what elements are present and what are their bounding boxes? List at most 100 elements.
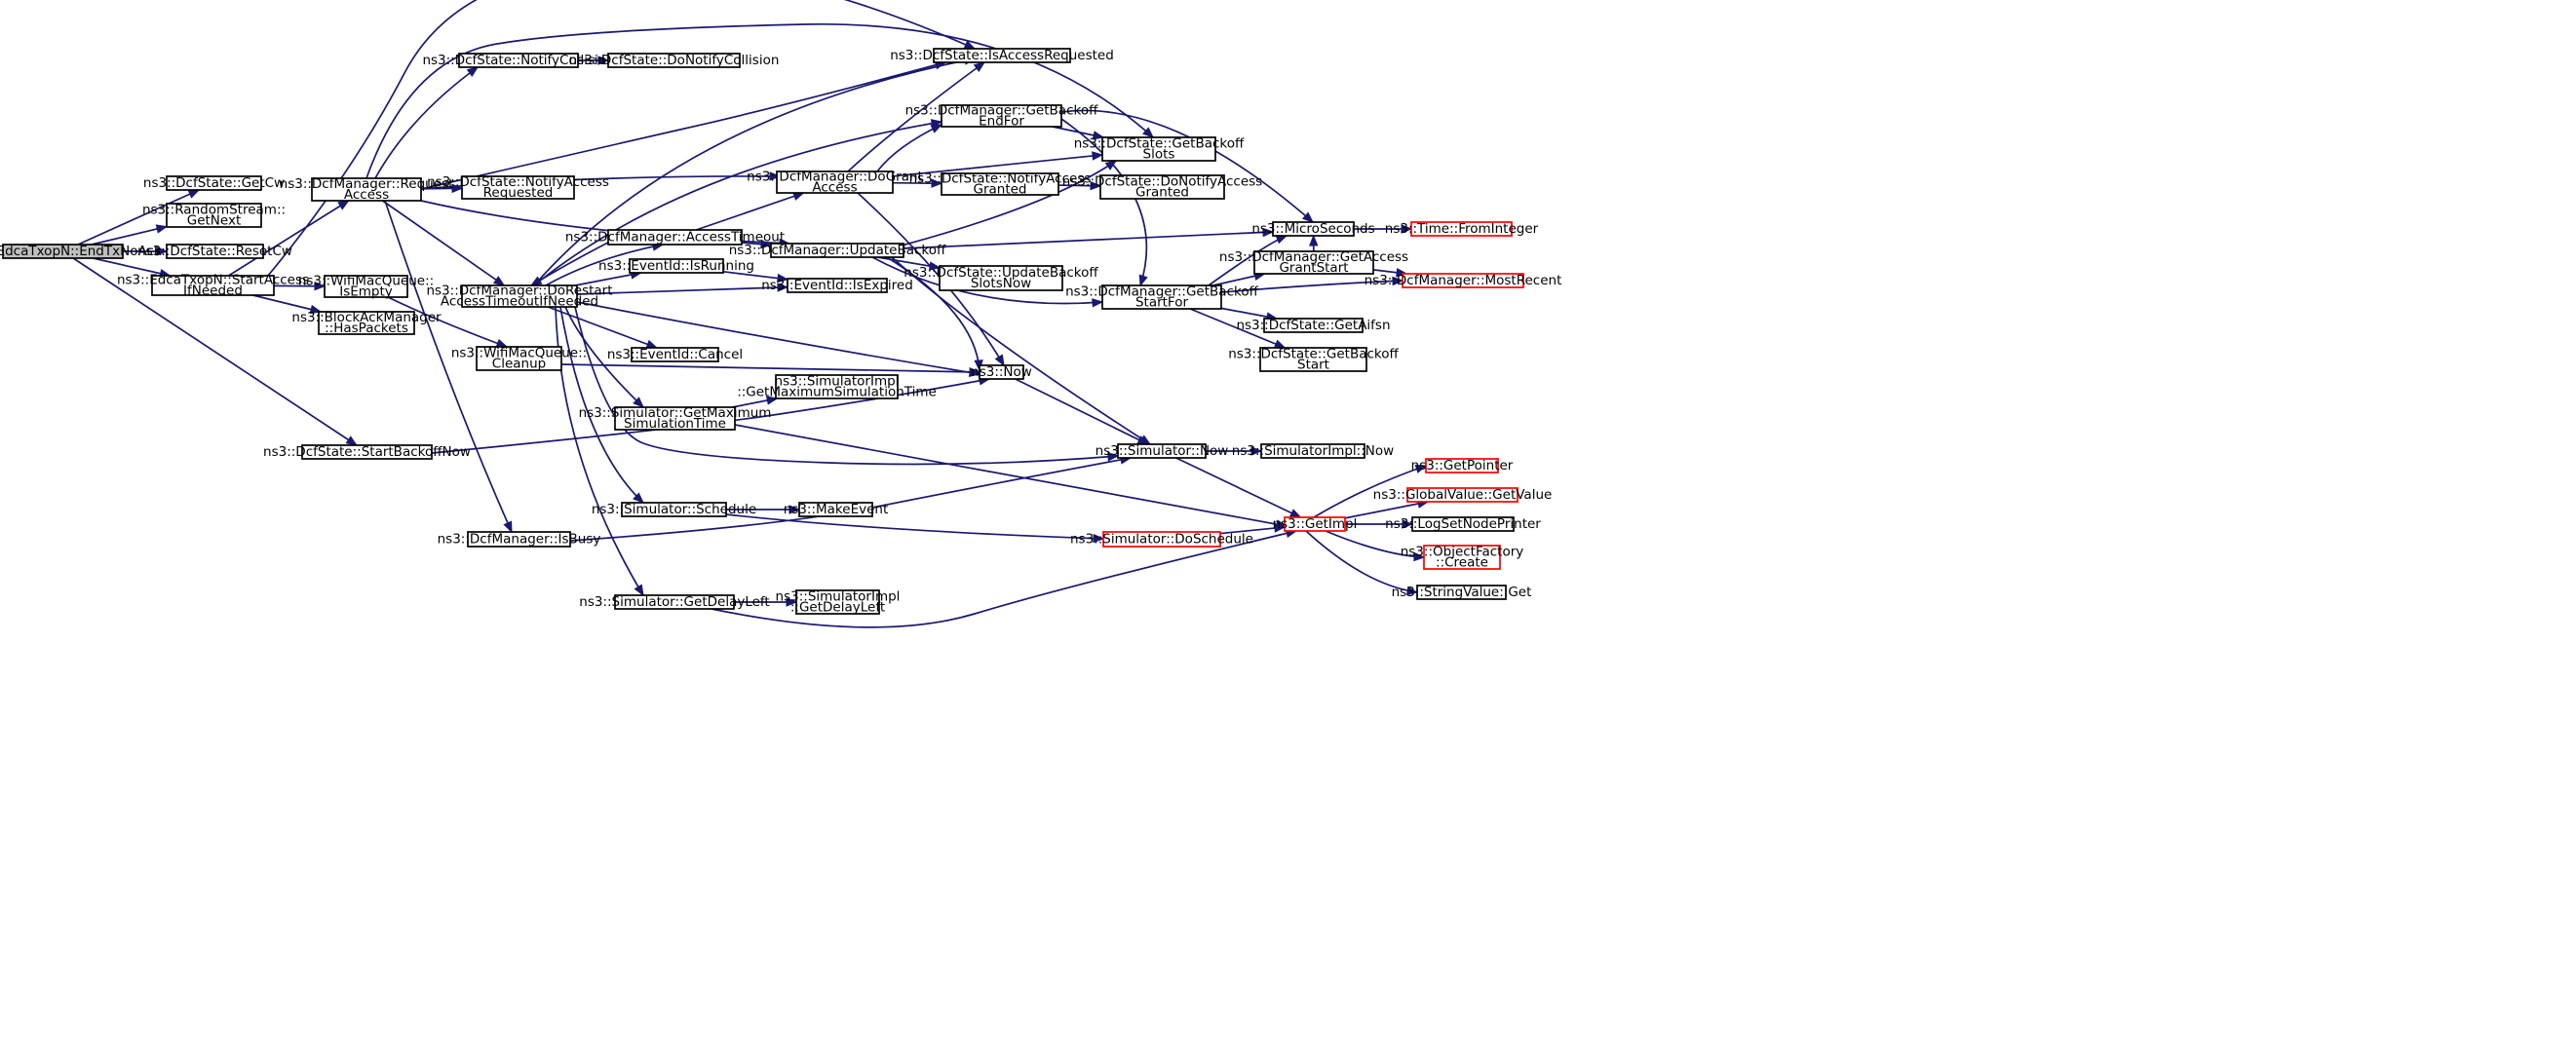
- node-label: ::Create: [1436, 555, 1488, 571]
- node-simnow[interactable]: ns3::Simulator::Now: [1096, 443, 1229, 459]
- node-now[interactable]: ns3::Now: [971, 364, 1032, 380]
- node-box: [1406, 487, 1519, 503]
- node-isempty[interactable]: ns3::WifiMacQueue::IsEmpty: [298, 274, 434, 300]
- node-rsnext[interactable]: ns3::RandomStream::GetNext: [142, 203, 286, 229]
- node-simimplnow[interactable]: ns3::SimulatorImpl::Now: [1232, 443, 1394, 459]
- node-sbnow[interactable]: ns3::DcfState::StartBackoffNow: [263, 444, 471, 460]
- node-box: [775, 374, 899, 399]
- edge-arrowhead: [765, 396, 779, 405]
- node-cancel[interactable]: ns3::EventId::Cancel: [607, 347, 743, 362]
- edge-getmaxsim-to-simimplmax: [732, 396, 779, 408]
- node-isrunning[interactable]: ns3::EventId::IsRunning: [598, 258, 754, 274]
- node-label: ns3::WifiMacQueue::: [298, 274, 434, 289]
- node-label: ns3::DcfState::UpdateBackoff: [904, 265, 1098, 281]
- edge-line: [1189, 308, 1286, 349]
- node-label: ns3::MicroSeconds: [1251, 221, 1374, 237]
- node-ncoll[interactable]: ns3::DcfState::NotifyCollision: [422, 53, 614, 68]
- node-label: ns3::BlockAckManager: [291, 310, 442, 325]
- node-simimpldelay[interactable]: ns3::SimulatorImpl::GetDelayLeft: [776, 589, 901, 616]
- node-getdelay[interactable]: ns3::Simulator::GetDelayLeft: [579, 594, 769, 610]
- node-getimpl[interactable]: ns3::GetImpl: [1273, 516, 1358, 532]
- edge-arrowhead: [597, 56, 610, 65]
- node-label: ns3::DcfManager::GetBackoff: [905, 103, 1098, 119]
- edge-line: [1313, 465, 1427, 518]
- node-updbo[interactable]: ns3::DcfManager::UpdateBackoff: [729, 243, 946, 258]
- node-isexpired[interactable]: ns3::EventId::IsExpired: [761, 278, 913, 293]
- node-label: ns3::EventId::IsExpired: [761, 278, 913, 293]
- node-box: [1263, 318, 1364, 333]
- node-getmaxsim[interactable]: ns3::Simulator::GetMaximumSimulationTime: [579, 405, 772, 432]
- node-box: [2, 244, 124, 259]
- node-gvget[interactable]: ns3::GlobalValue::GetValue: [1373, 487, 1553, 503]
- node-endtx[interactable]: ns3::EdcaTxopN::EndTxNoAck: [0, 244, 162, 259]
- node-label: ns3::DcfManager::DoGrant: [747, 170, 923, 185]
- node-label: Access: [812, 180, 857, 196]
- node-label: ns3::EdcaTxopN::StartAccess: [117, 273, 309, 288]
- edge-arrowhead: [1275, 235, 1288, 245]
- node-micro[interactable]: ns3::MicroSeconds: [1251, 221, 1374, 237]
- node-dosched[interactable]: ns3::Simulator::DoSchedule: [1070, 531, 1253, 548]
- node-label: ns3::DcfManager::IsBusy: [438, 532, 601, 548]
- node-resetcw[interactable]: ns3::DcfState::ResetCw: [137, 244, 292, 259]
- node-label: GetNext: [187, 213, 242, 229]
- node-box: [1411, 516, 1515, 532]
- edge-arrowhead: [1396, 268, 1408, 278]
- node-label: ns3::Time::FromInteger: [1385, 221, 1539, 237]
- edge-endtx-to-rsnext: [91, 224, 169, 246]
- edge-schedule-to-makeevent: [726, 505, 801, 514]
- node-box: [1101, 136, 1216, 162]
- edge-getboend-to-micro: [1060, 109, 1315, 223]
- node-lognode[interactable]: ns3::LogSetNodePrinter: [1385, 516, 1541, 532]
- edge-arrowhead: [337, 200, 350, 210]
- edge-line: [564, 306, 644, 408]
- node-label: ns3::DcfManager::GetAccess: [1219, 249, 1408, 265]
- node-label: AccessTimeoutIfNeeded: [441, 294, 598, 310]
- edge-reqacc-to-isbusy: [384, 200, 513, 534]
- node-dorestart[interactable]: ns3::DcfManager::DoRestartAccessTimeoutI…: [426, 284, 612, 310]
- node-makeevent[interactable]: ns3::MakeEvent: [784, 502, 889, 517]
- edge-arrowhead: [1092, 298, 1104, 308]
- node-box: [324, 275, 408, 298]
- edge-line: [431, 378, 990, 454]
- node-label: ns3::GetPointer: [1411, 458, 1514, 473]
- edge-schedule-to-dosched: [725, 513, 1105, 544]
- node-getpointer[interactable]: ns3::GetPointer: [1411, 458, 1514, 473]
- node-mostrecent[interactable]: ns3::DcfManager::MostRecent: [1365, 273, 1562, 288]
- node-box: [941, 104, 1062, 128]
- edge-acctimeout-to-dogrant: [695, 191, 805, 231]
- edge-arrowhead: [788, 505, 801, 514]
- node-isbusy[interactable]: ns3::DcfManager::IsBusy: [438, 531, 601, 548]
- node-getaifsn[interactable]: ns3::DcfState::GetAifsn: [1236, 318, 1390, 333]
- node-simimplmax[interactable]: ns3::SimulatorImpl::GetMaximumSimulation…: [737, 374, 937, 400]
- node-strget[interactable]: ns3::StringValue::Get: [1392, 585, 1532, 600]
- node-schedule[interactable]: ns3::Simulator::Schedule: [592, 502, 756, 517]
- node-doncoll[interactable]: ns3::DcfState::DoNotifyCollision: [569, 53, 780, 68]
- node-cleanup[interactable]: ns3::WifiMacQueue::Cleanup: [451, 346, 587, 372]
- node-label: ns3::Now: [971, 364, 1032, 380]
- node-fromint[interactable]: ns3::Time::FromInteger: [1385, 221, 1539, 237]
- node-acctimeout[interactable]: ns3::DcfManager::AccessTimeout: [565, 229, 785, 246]
- edge-line: [734, 424, 1288, 527]
- node-box: [776, 170, 894, 194]
- node-getcw[interactable]: ns3::DcfState::GetCw: [143, 175, 285, 191]
- node-isaccreq[interactable]: ns3::DcfState::IsAccessRequested: [890, 48, 1114, 63]
- edge-updbo-to-micro: [903, 227, 1275, 249]
- node-label: ns3::EventId::Cancel: [607, 347, 743, 362]
- node-objfact[interactable]: ns3::ObjectFactory::Create: [1401, 545, 1524, 571]
- node-haspk[interactable]: ns3::BlockAckManager::HasPackets: [291, 310, 442, 336]
- edge-line: [252, 294, 322, 313]
- edge-arrowhead: [492, 276, 506, 286]
